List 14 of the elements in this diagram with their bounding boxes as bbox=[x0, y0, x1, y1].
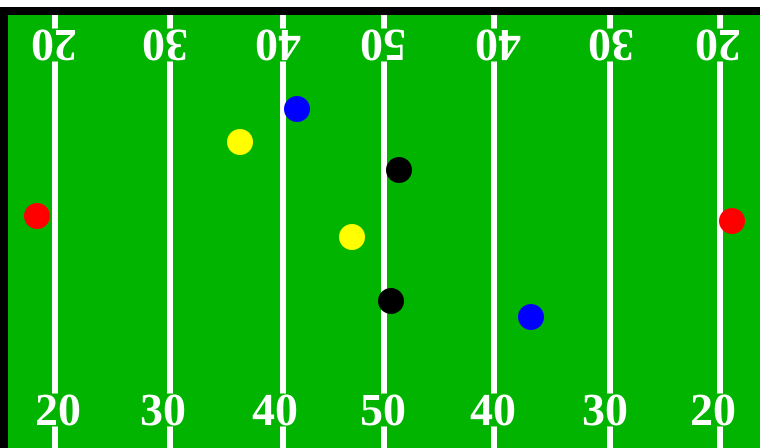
yard-number: 50 bbox=[359, 28, 407, 62]
yard-number: 20 bbox=[34, 394, 82, 426]
yard-number: 30 bbox=[587, 28, 635, 62]
yard-number: 30 bbox=[139, 394, 187, 426]
yard-number: 40 bbox=[254, 28, 302, 62]
yard-number: 40 bbox=[251, 394, 299, 426]
yard-number: 40 bbox=[469, 394, 517, 426]
yard-number: 30 bbox=[141, 28, 189, 62]
yard-number: 20 bbox=[689, 394, 737, 426]
yard-number: 30 bbox=[581, 394, 629, 426]
yard-number: 20 bbox=[694, 28, 742, 62]
yard-number: 50 bbox=[359, 394, 407, 426]
yard-number: 40 bbox=[474, 28, 522, 62]
yard-number: 20 bbox=[30, 28, 78, 62]
